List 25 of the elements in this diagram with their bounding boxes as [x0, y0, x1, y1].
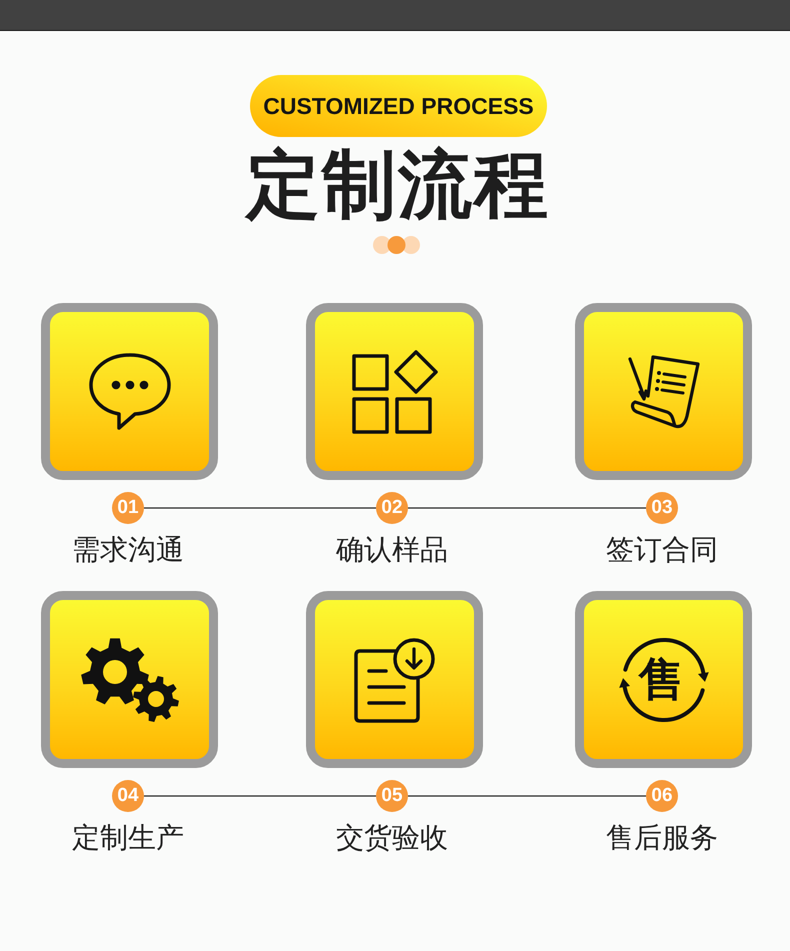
- step-label: 签订合同: [606, 533, 718, 567]
- icon-tile: [41, 591, 218, 768]
- icon-tile: [41, 303, 218, 480]
- step-number: 05: [376, 780, 408, 812]
- icon-tile: [575, 303, 752, 480]
- connector-line: [144, 795, 376, 797]
- step-number: 01: [112, 492, 144, 524]
- step-label: 需求沟通: [72, 533, 184, 567]
- step-label: 确认样品: [336, 533, 448, 567]
- icon-tile: [575, 591, 752, 768]
- step-number: 06: [646, 780, 678, 812]
- step-label: 售后服务: [606, 821, 718, 855]
- icon-character: 售: [638, 656, 685, 702]
- connector-line: [408, 795, 646, 797]
- step-number: 03: [646, 492, 678, 524]
- connector-line: [408, 507, 646, 509]
- heading-pill: CUSTOMIZED PROCESS: [250, 75, 547, 137]
- connector-line: [144, 507, 376, 509]
- icon-tile: [306, 591, 483, 768]
- title: 定制流程: [246, 141, 550, 229]
- step-number: 02: [376, 492, 408, 524]
- icon-tile: [306, 303, 483, 480]
- step-number: 04: [112, 780, 144, 812]
- step-label: 定制生产: [72, 821, 184, 855]
- step-label: 交货验收: [336, 821, 448, 855]
